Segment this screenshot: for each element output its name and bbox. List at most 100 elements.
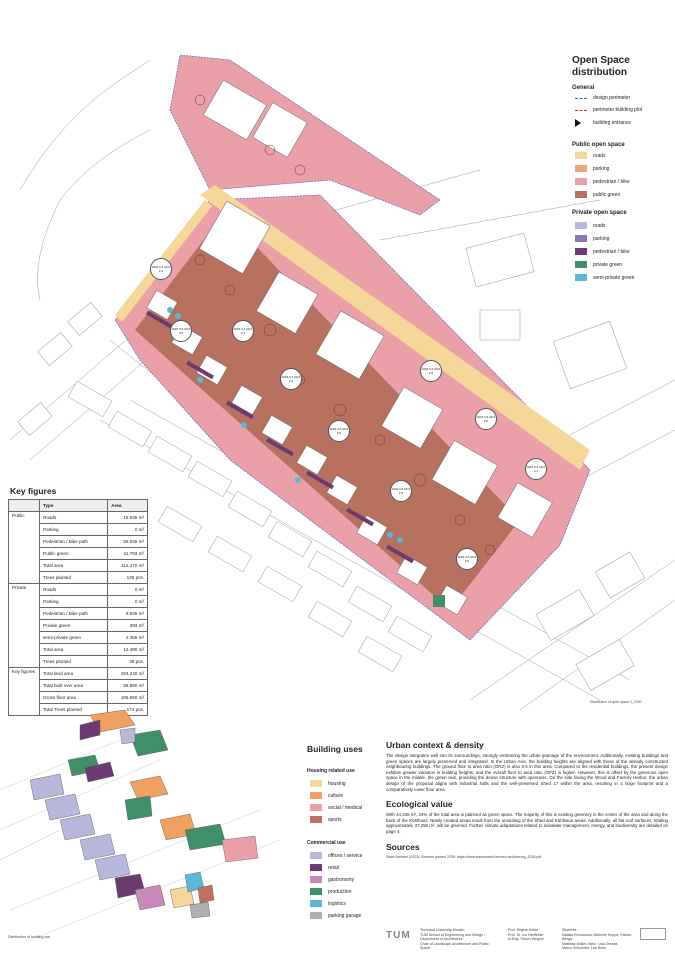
legend-swatch (575, 261, 587, 268)
table-cell-type: Total area (38, 559, 109, 572)
leg-general-item: perimeter building plot (575, 107, 642, 113)
axo-caption: Distribution of building use (8, 935, 51, 939)
legend-title-line2: distribution (572, 67, 627, 78)
table-cell-area: 9.835 m² (107, 607, 148, 620)
housing-heading: Housing related use (307, 768, 355, 774)
text-column: Urban context & density The design integ… (386, 740, 668, 859)
legend-label: production (328, 888, 352, 895)
footer-students: Students: Natalia Romanova, Michelle Hop… (562, 928, 632, 950)
bu-housing-item: housing (310, 780, 346, 787)
legend-label: culture (328, 792, 344, 799)
table-cell-area: 165.550 m² (107, 691, 148, 704)
legend-label: perimeter building plot (593, 107, 643, 113)
leg-private-item: roads (575, 222, 606, 229)
density-bubble: GRZ 0,4 GFZ 2,6 (280, 368, 302, 390)
bu-commercial-item: production (310, 888, 351, 895)
leg-public-item: roads (575, 152, 606, 159)
leg-private-item: parking (575, 235, 609, 242)
table-cell-type: Parking (38, 523, 109, 536)
legend-label: retail (328, 864, 339, 871)
table-cell-type: Roads (38, 511, 109, 524)
legend-label: logistics (328, 900, 346, 907)
leg-public-item: pedestrian / bike (575, 178, 630, 185)
legend-label: roads (593, 222, 606, 229)
footer-professors: Prof. Regine Keller Prof. Dr. Ivo Hertfe… (508, 928, 544, 941)
legend-label: gastronomy (328, 876, 355, 883)
legend-swatch (575, 152, 587, 159)
legend-swatch (310, 876, 322, 883)
legend-label: sports (328, 816, 342, 823)
legend-swatch (575, 248, 587, 255)
legend-swatch (310, 900, 322, 907)
density-bubble: GRZ 0,6 GFZ 2,6 (328, 420, 350, 442)
table-group-label: Key figures (8, 667, 40, 716)
private-strips (146, 310, 414, 564)
road-axis (200, 185, 590, 470)
table-cell-area: 41.793 m² (107, 547, 148, 560)
bu-commercial-item: offices / service (310, 852, 362, 859)
table-cell-area: 0 m² (107, 583, 148, 596)
table-cell-area: 0 m² (107, 523, 148, 536)
table-cell-area: 112.470 m² (107, 559, 148, 572)
density-bubble: GRZ 0,4 GFZ 2,4 (232, 320, 254, 342)
context-buildings (17, 232, 646, 691)
legend-label: parking (593, 235, 610, 242)
table-header-group (8, 499, 40, 512)
legend-label: offices / service (328, 852, 363, 859)
density-bubble: GRZ 0,6 GFZ 2,6 (420, 360, 442, 382)
legend-swatch (575, 222, 587, 229)
legend-public-heading: Public open space (572, 142, 625, 148)
legend-private-heading: Private open space (572, 210, 627, 216)
building-use-axonometry (0, 710, 281, 941)
legend-swatch (310, 888, 322, 895)
eco-body: With 44,435 m², 24% of the total area is… (386, 812, 668, 834)
legend-label: design perimeter (593, 95, 631, 101)
commercial-heading: Commercial use (307, 840, 346, 846)
leg-private-item: private green (575, 261, 622, 268)
legend-swatch (575, 235, 587, 242)
legend-swatch (310, 804, 322, 811)
table-cell-type: Total Trees planted (38, 703, 109, 716)
leg-private-item: pedestrian / bike (575, 248, 630, 255)
legend-label: roads (593, 152, 606, 159)
leg-general-item: building entrance (575, 119, 631, 127)
bu-housing-item: social / medical (310, 804, 362, 811)
table-cell-type: Private green (38, 619, 109, 632)
legend-swatch (310, 852, 322, 859)
bu-commercial-item: logistics (310, 900, 346, 907)
density-bubble: GRZ 0,6 GFZ 2,6 (170, 320, 192, 342)
bu-housing-item: sports (310, 816, 342, 823)
table-cell-type: Public green (38, 547, 109, 560)
density-bubble: GRZ 0,6 GFZ 2,6 (390, 480, 412, 502)
semi-private-green (167, 307, 403, 543)
leg-public-item: parking (575, 165, 609, 172)
legend-label: building entrance (593, 120, 632, 126)
legend-swatch (310, 912, 322, 919)
table-cell-type: Total land area (38, 667, 109, 680)
table-cell-type: Parking (38, 595, 109, 608)
table-cell-type: Total built over area (38, 679, 109, 692)
table-cell-type: Total area (38, 643, 109, 656)
density-bubble: GRZ 0,6 GFZ 4,1 (525, 458, 547, 480)
table-cell-area: 59.880 m² (107, 679, 148, 692)
table-cell-area: 55.045 m² (107, 535, 148, 548)
building-uses-title: Building uses (307, 744, 363, 754)
eco-heading: Ecological value (386, 799, 453, 810)
map-caption: Distribution of open space 1_1000 (590, 700, 642, 704)
legend-swatch (575, 119, 581, 127)
table-group-label: Private (8, 583, 40, 668)
legend-swatch (575, 178, 587, 185)
table-header-row: Type Area (8, 499, 148, 512)
leg-private-item: semi-private green (575, 274, 634, 281)
